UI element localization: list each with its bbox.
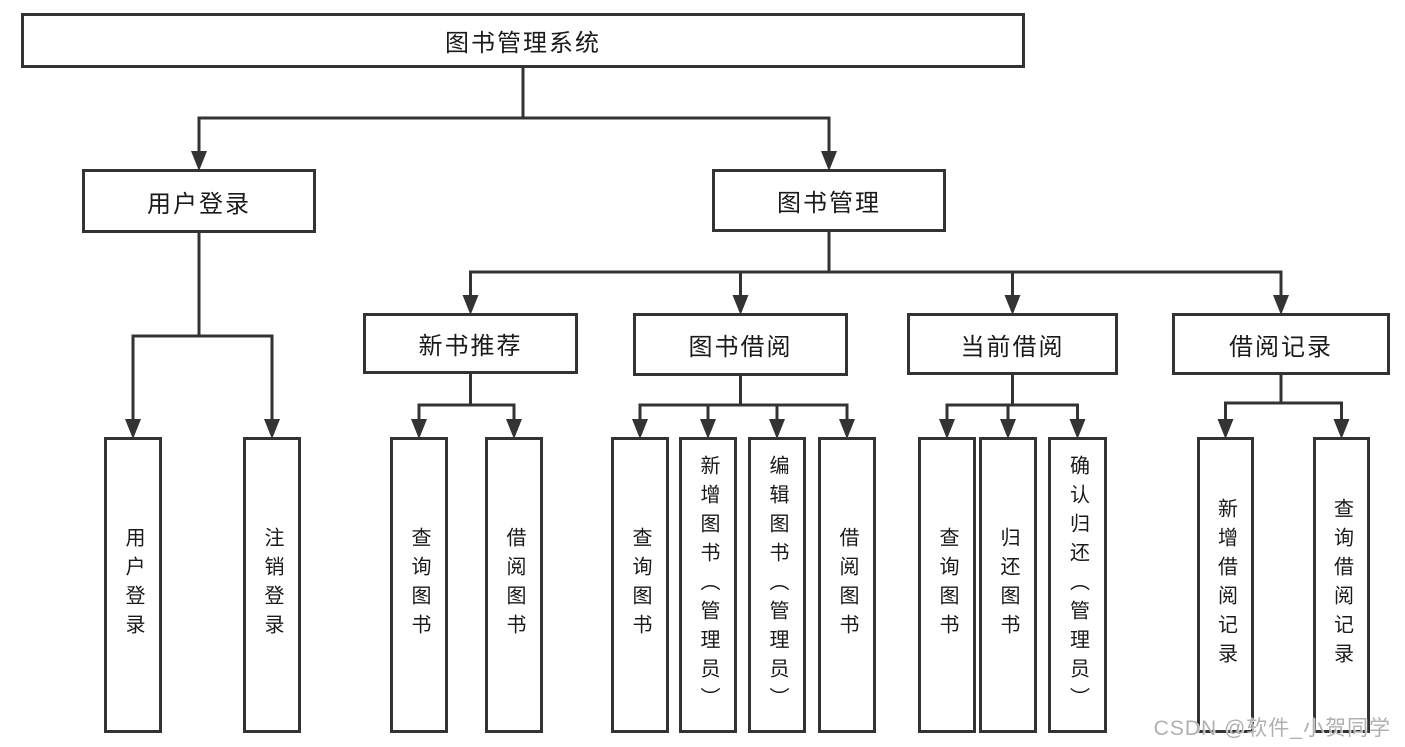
node-label: 新增图书（管理员） — [697, 454, 719, 716]
arrowhead — [125, 419, 141, 439]
node-label: 图书管理系统 — [445, 30, 601, 57]
arrowhead — [1004, 295, 1021, 315]
node-label: 图书管理 — [777, 190, 881, 217]
node-book-mgmt: 图书管理 — [712, 169, 946, 232]
node-label: 用户登录 — [147, 190, 251, 218]
node-cb-confirm-return: 确认归还（管理员） — [1048, 437, 1107, 733]
node-user-login: 用户登录 — [104, 437, 162, 733]
arrowhead — [732, 295, 749, 315]
node-nb-borrow-books: 借阅图书 — [485, 437, 543, 733]
connector-edge — [945, 373, 1079, 421]
node-label: 确认归还（管理员） — [1066, 454, 1089, 716]
node-bb-borrow-books: 借阅图书 — [818, 437, 876, 733]
arrowhead — [700, 419, 716, 439]
node-br-query-record: 查询借阅记录 — [1313, 437, 1370, 733]
connector-edge — [469, 230, 1283, 297]
connector-edge — [1224, 373, 1343, 421]
arrowhead — [632, 419, 648, 439]
node-br-add-record: 新增借阅记录 — [1197, 437, 1254, 733]
arrowhead — [1000, 419, 1016, 439]
node-label: 图书借阅 — [688, 334, 793, 361]
node-label: 借阅图书 — [836, 527, 858, 643]
connector-edge — [197, 66, 831, 153]
node-label: 归还图书 — [997, 527, 1019, 643]
node-current-borrow: 当前借阅 — [907, 313, 1118, 375]
arrowhead — [1069, 419, 1086, 439]
node-label: 查询图书 — [408, 527, 430, 643]
arrowhead — [1217, 419, 1234, 439]
arrowhead — [264, 419, 280, 439]
node-bb-query-books: 查询图书 — [611, 437, 669, 733]
node-nb-query-books: 查询图书 — [390, 437, 448, 733]
node-label: 用户登录 — [122, 527, 144, 643]
node-book-borrow: 图书借阅 — [633, 313, 848, 376]
node-cb-query-books: 查询图书 — [918, 437, 976, 733]
node-login-group: 用户登录 — [82, 169, 316, 233]
connector-edge — [638, 374, 849, 421]
arrowhead — [769, 419, 785, 439]
arrowhead — [411, 419, 427, 439]
node-label: 借阅记录 — [1229, 333, 1333, 361]
node-label: 编辑图书（管理员） — [766, 454, 788, 716]
arrowhead — [821, 151, 837, 171]
node-label: 查询借阅记录 — [1330, 498, 1353, 672]
node-cb-return-books: 归还图书 — [979, 437, 1037, 733]
node-logout: 注销登录 — [243, 437, 301, 733]
node-new-books: 新书推荐 — [363, 313, 578, 374]
arrowhead — [839, 419, 855, 439]
node-label: 借阅图书 — [503, 527, 525, 643]
node-label: 新增借阅记录 — [1214, 498, 1237, 672]
watermark: CSDN @软件_小贺同学 — [1153, 717, 1391, 740]
arrowhead — [506, 419, 522, 439]
node-label: 注销登录 — [261, 527, 283, 643]
node-label: 查询图书 — [936, 527, 958, 643]
connector-edge — [417, 372, 516, 421]
node-label: 新书推荐 — [418, 333, 523, 360]
arrowhead — [1333, 419, 1350, 439]
node-label: 当前借阅 — [960, 333, 1065, 361]
node-root: 图书管理系统 — [21, 13, 1025, 68]
node-bb-edit-book: 编辑图书（管理员） — [748, 437, 806, 733]
arrowhead — [191, 151, 207, 171]
node-bb-add-book: 新增图书（管理员） — [679, 437, 737, 733]
node-borrow-records: 借阅记录 — [1172, 313, 1390, 375]
node-label: 查询图书 — [629, 527, 651, 643]
arrowhead — [1273, 295, 1289, 315]
arrowhead — [939, 419, 955, 439]
connector-edge — [131, 231, 274, 421]
arrowhead — [462, 295, 479, 315]
